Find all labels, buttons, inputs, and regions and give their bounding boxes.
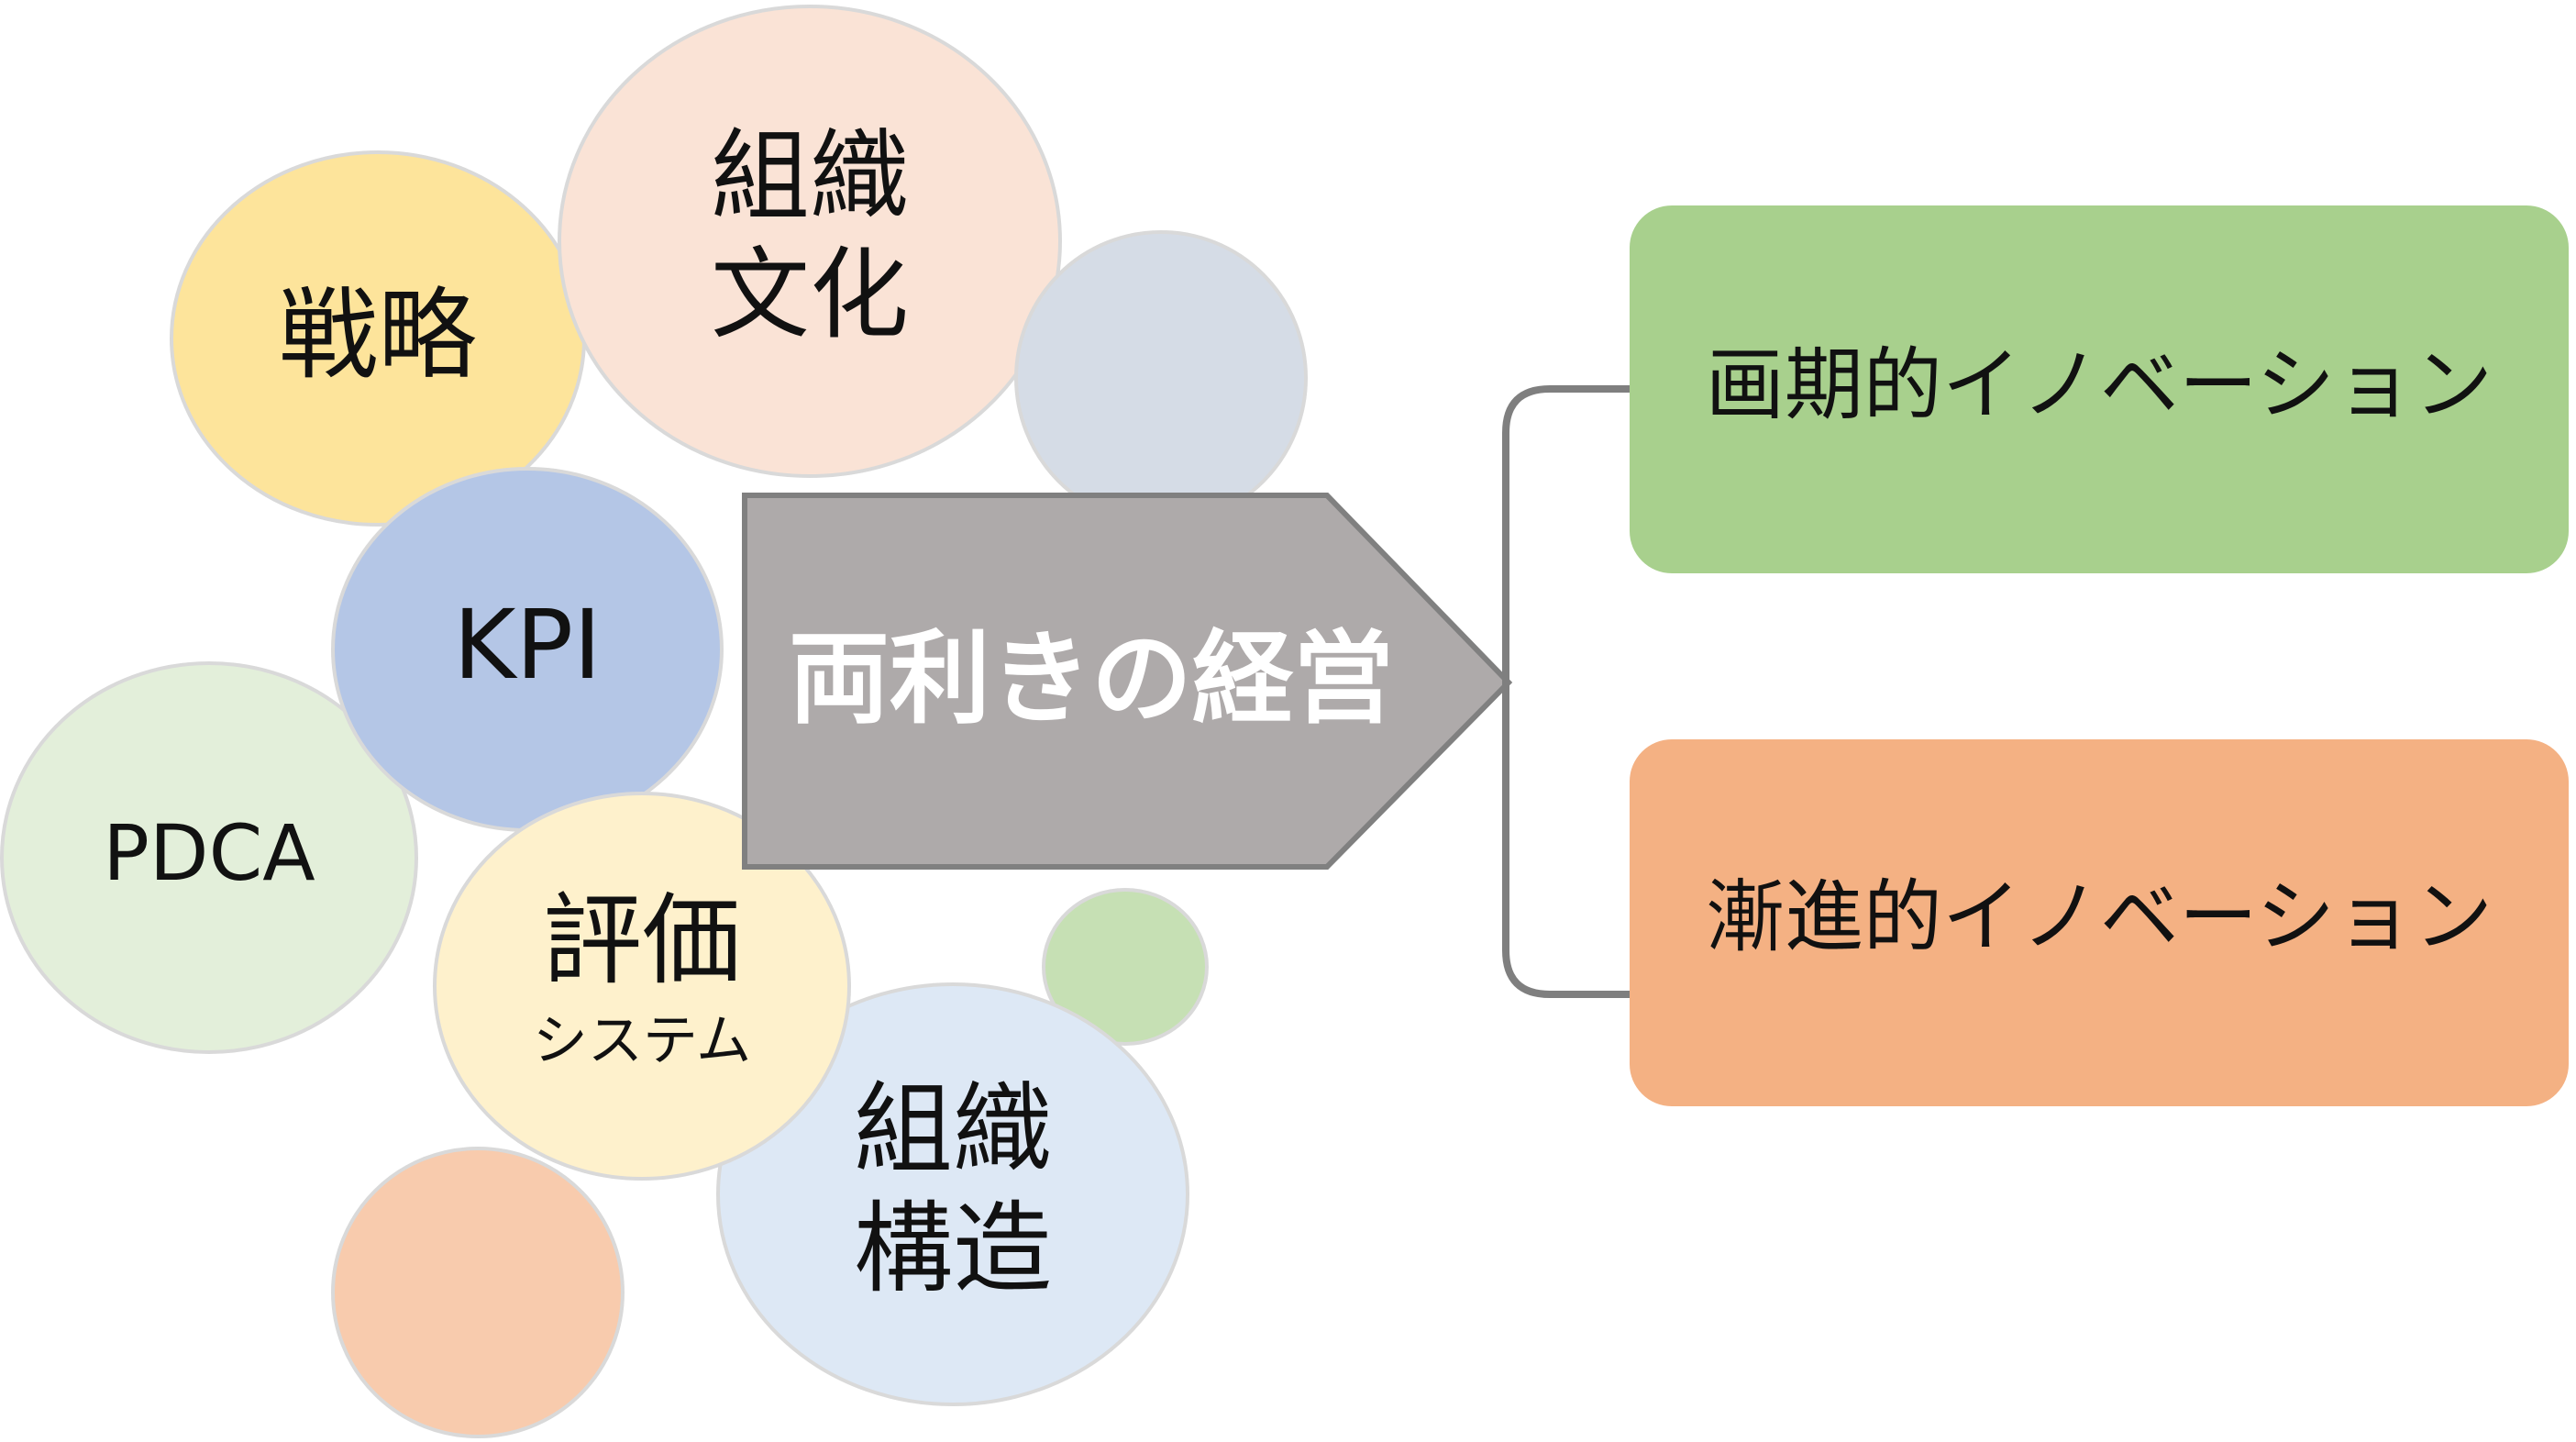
bracket-connector — [1502, 385, 1632, 998]
structure-label-line2: 構造 — [854, 1192, 1052, 1307]
culture-label-line2: 文化 — [711, 238, 909, 353]
plain-green-bubble — [1042, 888, 1209, 1046]
structure-label-line1: 組織 — [854, 1073, 1052, 1188]
center-arrow — [742, 493, 1513, 870]
culture-label-line1: 組織 — [711, 120, 909, 235]
radical-innovation-box — [1630, 205, 2569, 573]
radical-innovation-label: 画期的イノベーション — [1706, 339, 2493, 431]
structure-bubble — [716, 982, 1189, 1406]
incremental-innovation-label: 漸進的イノベーション — [1706, 871, 2493, 963]
plain-orange-bubble — [331, 1147, 625, 1438]
evaluation-bubble — [433, 792, 851, 1181]
pdca-bubble — [0, 661, 418, 1054]
strategy-label: 戦略 — [279, 279, 477, 394]
plain-blue-bubble — [1014, 230, 1308, 526]
evaluation-sublabel: システム — [533, 1009, 751, 1073]
incremental-innovation-box — [1630, 739, 2569, 1106]
pdca-label: PDCA — [103, 808, 315, 898]
kpi-label: KPI — [453, 589, 602, 701]
evaluation-label: 評価 — [543, 884, 741, 999]
culture-bubble — [558, 5, 1062, 478]
center-label: 両利きの経営 — [789, 620, 1394, 738]
